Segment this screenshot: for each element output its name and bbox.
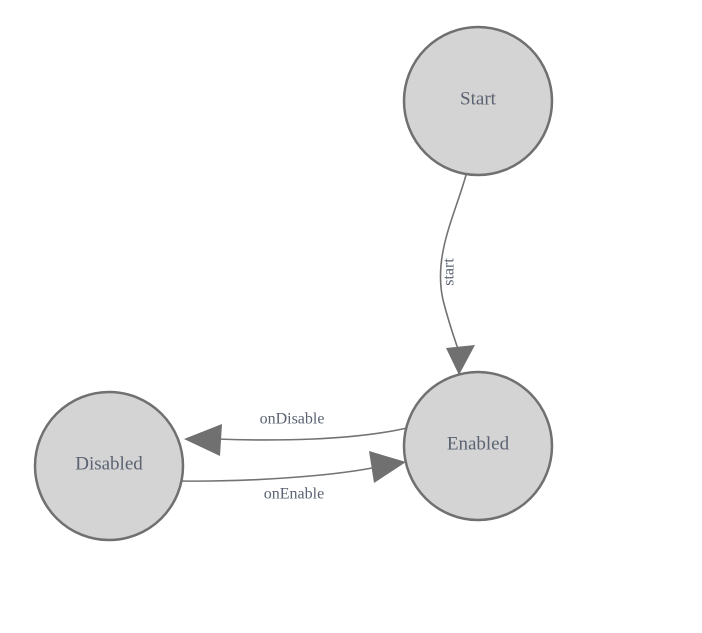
edge-enabled-to-disabled-arrowhead (184, 424, 222, 456)
node-disabled-circle (33, 390, 185, 542)
node-enabled[interactable]: Enabled (402, 370, 554, 522)
edge-enabled-to-disabled[interactable]: onDisable (184, 411, 408, 457)
node-start[interactable]: Start (402, 25, 554, 177)
edge-label-onenable: onEnable (264, 486, 324, 503)
edge-enabled-to-disabled-path (215, 427, 408, 441)
edge-start-to-enabled[interactable]: start (439, 174, 475, 375)
edge-disabled-to-enabled-arrowhead (369, 451, 406, 483)
edge-label-start: start (441, 258, 458, 286)
edge-start-to-enabled-arrowhead (446, 345, 475, 375)
node-disabled-label: Disabled (75, 454, 143, 475)
node-start-label: Start (460, 89, 497, 110)
edge-disabled-to-enabled[interactable]: onEnable (179, 451, 406, 503)
edge-label-ondisable: onDisable (260, 411, 325, 428)
edge-disabled-to-enabled-path (179, 467, 373, 482)
node-enabled-label: Enabled (447, 434, 510, 455)
node-start-circle (402, 25, 554, 177)
node-disabled[interactable]: Disabled (33, 390, 185, 542)
node-enabled-circle (402, 370, 554, 522)
edge-start-to-enabled-path (439, 174, 467, 353)
